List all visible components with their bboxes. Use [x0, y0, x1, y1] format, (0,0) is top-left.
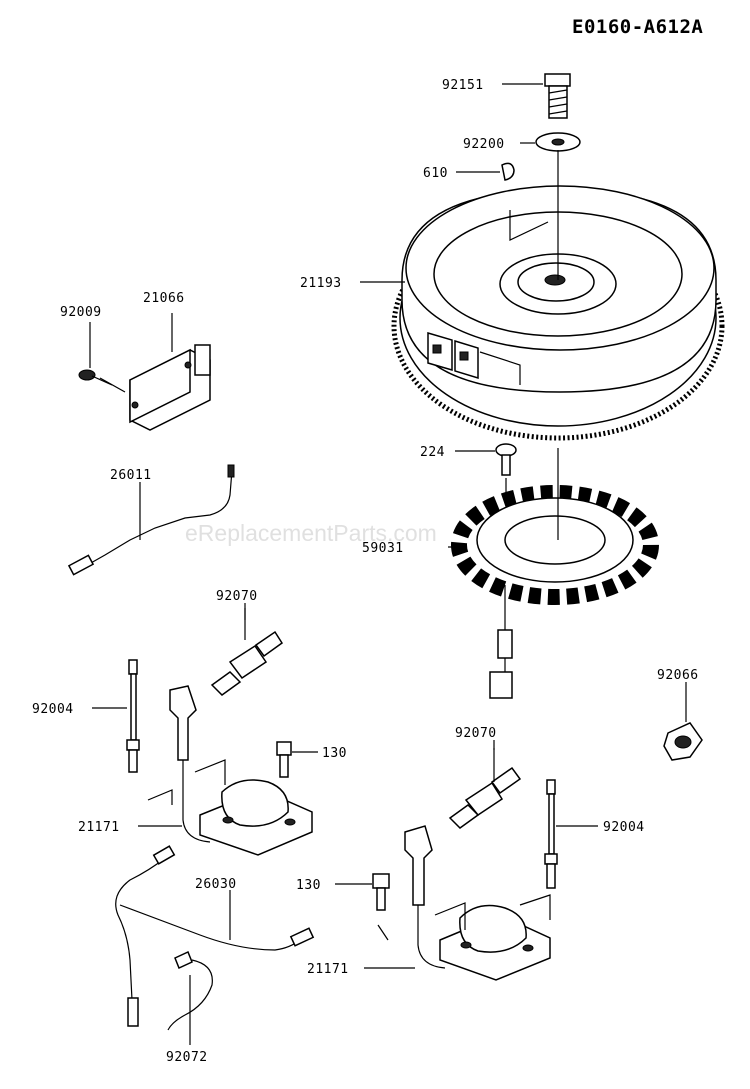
watermark: eReplacementParts.com: [185, 520, 437, 546]
callout-leaders: [89, 83, 687, 1045]
label-130-upper: 130: [322, 746, 347, 761]
stator-59031-drawing: [451, 448, 659, 699]
regulator-21066-drawing: [99, 344, 211, 431]
bolt-130-lower-drawing: [372, 873, 390, 941]
label-610: 610: [423, 166, 448, 181]
label-92072: 92072: [166, 1050, 208, 1065]
label-224: 224: [420, 445, 445, 460]
label-92070-upper: 92070: [216, 589, 258, 604]
part-labels: 92151 92200 610 21193 21066 92009 224 26…: [32, 78, 699, 1065]
screw-92009-drawing: [78, 369, 113, 386]
label-92066: 92066: [657, 668, 699, 683]
key-610-drawing: [501, 162, 515, 181]
sparkplug-92070-lower-drawing: [448, 748, 522, 829]
bolt-130-upper-drawing: [276, 741, 292, 778]
band-92072-drawing: [167, 950, 213, 1031]
nut-92066-drawing: [663, 722, 703, 761]
bolt-92151-drawing: [544, 73, 571, 119]
ignition-coil-21171-left-drawing: [147, 685, 313, 856]
label-21066: 21066: [143, 291, 185, 306]
label-130-lower: 130: [296, 878, 321, 893]
label-21193: 21193: [300, 276, 342, 291]
wire-harness-26030-drawing: [115, 845, 315, 1027]
label-59031: 59031: [362, 541, 404, 556]
washer-92200-drawing: [535, 132, 581, 152]
stud-92004-right-drawing: [544, 779, 558, 889]
ignition-coil-21171-right-drawing: [404, 825, 551, 981]
label-21171-right: 21171: [307, 962, 349, 977]
flywheel-21193-drawing: [391, 150, 725, 441]
label-92009: 92009: [60, 305, 102, 320]
sparkplug-92070-upper-drawing: [210, 608, 284, 696]
leadwire-26011-drawing: [67, 464, 235, 576]
label-92151: 92151: [442, 78, 484, 93]
diagram-code: E0160-A612A: [572, 16, 703, 38]
label-92200: 92200: [463, 137, 505, 152]
label-26011: 26011: [110, 468, 152, 483]
stud-92004-left-drawing: [126, 659, 140, 773]
label-92004-right: 92004: [603, 820, 645, 835]
label-92004-left: 92004: [32, 702, 74, 717]
screw-224-drawing: [495, 443, 517, 495]
label-92070-lower: 92070: [455, 726, 497, 741]
label-26030: 26030: [195, 877, 237, 892]
label-21171-left: 21171: [78, 820, 120, 835]
